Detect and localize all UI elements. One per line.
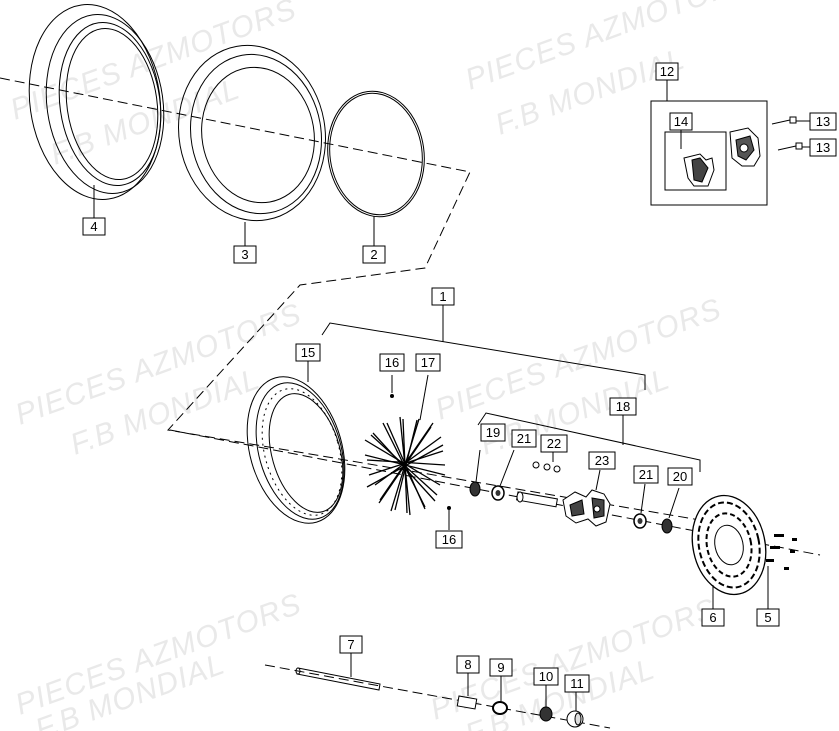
callout-21[interactable]: 21 — [511, 429, 537, 448]
tyre-part — [28, 4, 165, 200]
callout-label: 10 — [539, 669, 553, 684]
callout-21[interactable]: 21 — [633, 465, 659, 484]
callout-label: 22 — [547, 436, 561, 451]
callout-16[interactable]: 16 — [379, 353, 405, 372]
callout-label: 15 — [301, 345, 315, 360]
callout-15[interactable]: 15 — [295, 343, 321, 362]
callout-label: 21 — [517, 431, 531, 446]
callout-18[interactable]: 18 — [609, 397, 637, 416]
callout-11[interactable]: 11 — [564, 674, 590, 693]
callout-label: 20 — [673, 469, 687, 484]
callout-label: 2 — [370, 247, 377, 262]
callout-13[interactable]: 13 — [809, 112, 837, 131]
callout-label: 1 — [439, 289, 446, 304]
hub-part — [562, 489, 611, 527]
callout-label: 16 — [442, 532, 456, 547]
seal-part — [661, 518, 673, 534]
callout-19[interactable]: 19 — [480, 423, 506, 442]
callout-label: 14 — [674, 114, 688, 129]
bearing-part — [495, 490, 501, 496]
callout-7[interactable]: 7 — [339, 635, 363, 654]
callout-4[interactable]: 4 — [82, 217, 106, 236]
nipple-part — [447, 506, 451, 510]
leader-line — [499, 449, 515, 487]
callout-label: 23 — [595, 453, 609, 468]
callout-1[interactable]: 1 — [431, 287, 455, 306]
inner-tube-part — [178, 44, 326, 222]
brake-pads-part — [683, 153, 715, 187]
nut-part — [539, 706, 553, 722]
callout-label: 5 — [764, 610, 771, 625]
leader-line — [640, 483, 646, 514]
caliper-bolt-part — [771, 116, 810, 125]
callout-9[interactable]: 9 — [489, 658, 513, 677]
callout-label: 9 — [497, 660, 504, 675]
callout-23[interactable]: 23 — [588, 451, 616, 470]
seal-part — [469, 481, 481, 497]
callout-22[interactable]: 22 — [540, 434, 568, 453]
callout-13[interactable]: 13 — [809, 138, 837, 157]
callout-label: 11 — [570, 676, 584, 691]
rim-band-part — [327, 90, 425, 218]
callout-label: 13 — [816, 140, 830, 155]
leader-line — [475, 449, 481, 483]
callout-label: 18 — [616, 399, 630, 414]
callout-10[interactable]: 10 — [533, 667, 559, 686]
callout-label: 19 — [486, 425, 500, 440]
callout-20[interactable]: 20 — [667, 467, 693, 486]
group-bracket — [321, 322, 646, 390]
callout-16[interactable]: 16 — [435, 530, 463, 549]
callout-label: 7 — [347, 637, 354, 652]
axle-axis-line — [264, 664, 611, 729]
caliper-bolt-part — [777, 142, 810, 151]
callout-17[interactable]: 17 — [415, 353, 441, 372]
nipple-part — [390, 394, 394, 398]
rim-part — [246, 376, 346, 524]
washer-part — [492, 701, 508, 715]
callout-5[interactable]: 5 — [756, 608, 780, 627]
spacer-part — [516, 461, 561, 508]
disc-bolt-part — [766, 534, 797, 570]
callout-8[interactable]: 8 — [456, 655, 480, 674]
callout-label: 16 — [385, 355, 399, 370]
callout-label: 4 — [90, 219, 97, 234]
callout-label: 17 — [421, 355, 435, 370]
callout-label: 8 — [464, 657, 471, 672]
axle-spacer-part — [456, 695, 478, 710]
callout-2[interactable]: 2 — [362, 245, 386, 264]
axle-part — [295, 667, 381, 691]
spokes-part — [364, 416, 446, 516]
callout-3[interactable]: 3 — [233, 245, 257, 264]
callout-label: 3 — [241, 247, 248, 262]
callout-6[interactable]: 6 — [701, 608, 725, 627]
cap-part — [574, 712, 582, 726]
bearing-part — [637, 518, 643, 524]
leader-line — [595, 469, 601, 491]
brake-disc-part — [691, 494, 767, 596]
callout-label: 12 — [660, 64, 674, 79]
callout-label: 21 — [639, 467, 653, 482]
caliper-part — [729, 127, 761, 167]
callout-label: 6 — [709, 610, 716, 625]
callout-12[interactable]: 12 — [655, 62, 679, 81]
callout-14[interactable]: 14 — [669, 112, 693, 131]
group-bracket — [477, 412, 701, 472]
callout-label: 13 — [816, 114, 830, 129]
leader-line — [668, 487, 680, 519]
leader-line — [419, 374, 429, 421]
